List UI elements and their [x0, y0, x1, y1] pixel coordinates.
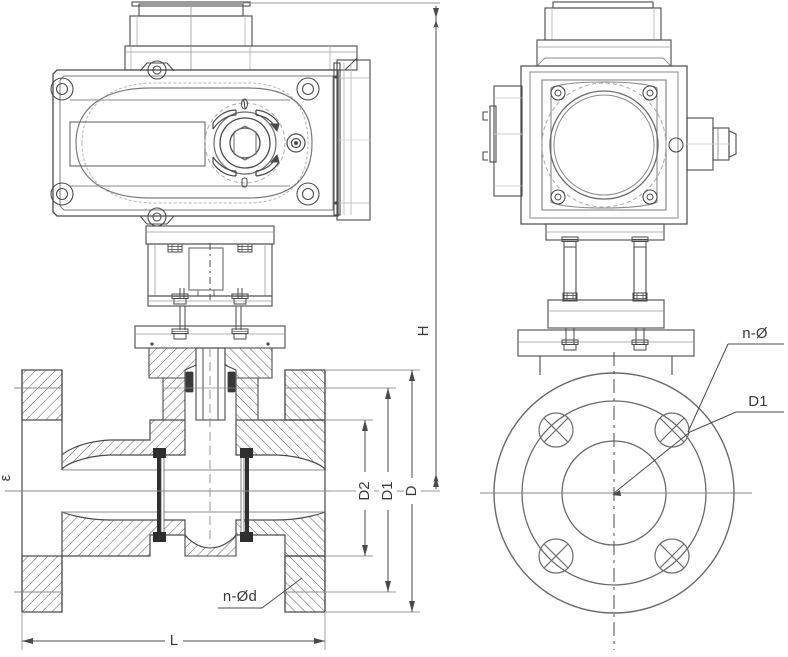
side-actuator-left-port	[482, 85, 523, 197]
front-section-view	[5, 1, 371, 613]
dimension-label-n-phi-d: n-Ød	[223, 588, 257, 605]
dimension-n-phi: n-Ø	[687, 325, 784, 433]
dimension-label-L: L	[170, 632, 179, 649]
dimension-label-D2: D2	[356, 481, 373, 500]
dimension-H: H	[243, 2, 440, 492]
dimension-D1-side: D1	[612, 393, 784, 496]
dimension-label-H: H	[415, 326, 432, 337]
dimension-label-D1: D1	[379, 481, 396, 500]
dimension-D: D	[325, 369, 421, 613]
actuator-cover-oval	[69, 82, 313, 204]
valve-bonnet-section	[148, 347, 273, 421]
dimension-D2: D2	[325, 419, 374, 557]
side-mounting-bracket	[517, 223, 695, 375]
dimension-label-D1-side: D1	[748, 393, 768, 410]
dimension-D1: D1	[325, 387, 397, 593]
actuator-corner-bolts	[50, 77, 320, 206]
actuator-main-housing	[52, 69, 339, 217]
dimension-n-phi-d: n-Ød	[218, 577, 303, 609]
dimension-label-D: D	[403, 485, 420, 496]
valve-seat-seals	[153, 448, 253, 542]
position-indicator-dial	[204, 98, 306, 188]
side-actuator-right-conduit	[686, 117, 737, 171]
dimension-label-n-phi: n-Ø	[742, 325, 768, 342]
dimension-left-edge: ε	[0, 474, 14, 481]
side-flange-view	[480, 1, 752, 650]
side-actuator-top	[536, 1, 672, 67]
dimension-L: L	[21, 612, 326, 650]
dimension-label-edge: ε	[0, 474, 14, 481]
valve-body-section	[14, 369, 333, 613]
actuator-terminal-box	[333, 59, 371, 221]
